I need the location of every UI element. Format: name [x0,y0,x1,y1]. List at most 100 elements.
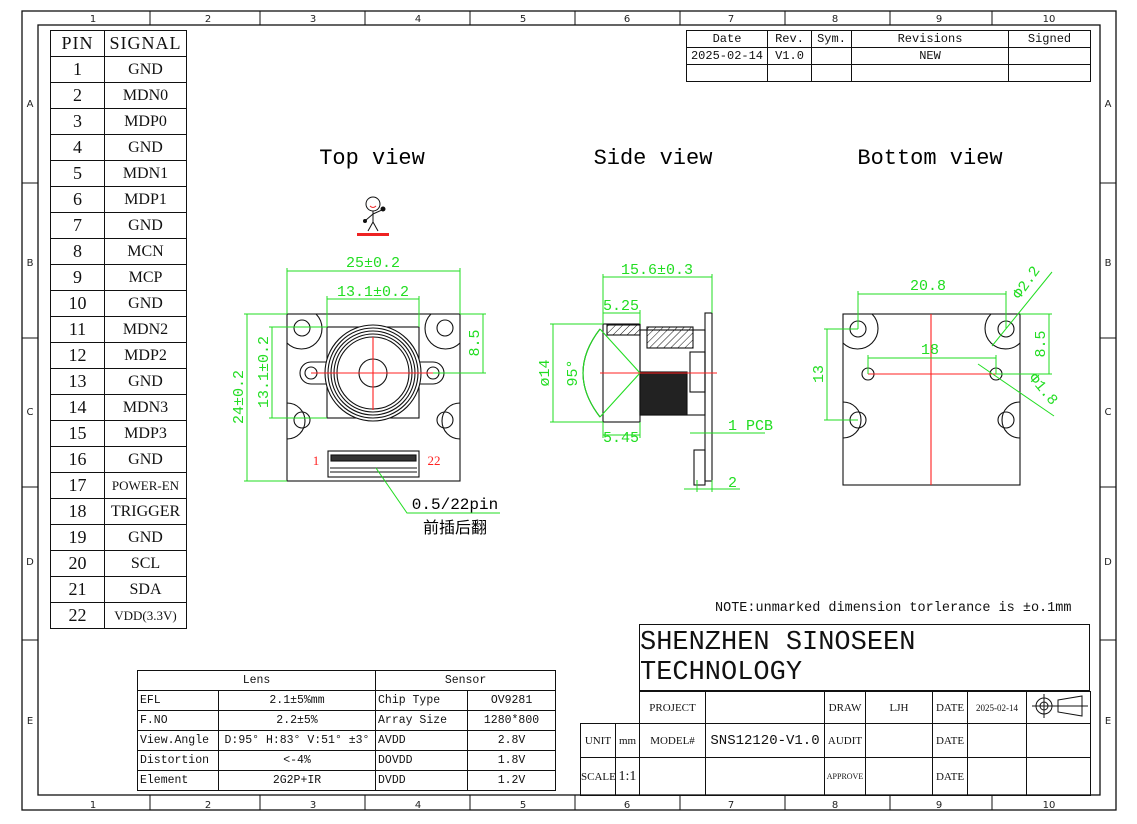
zone-row-label: E [1105,716,1111,727]
pin-signal: MDN2 [104,316,187,343]
pin-22-label: 22 [428,453,441,468]
dim-board-width: 25±0.2 [346,255,400,272]
empty-cell [1026,757,1091,796]
zone-column-label: 8 [832,14,838,25]
inner-frame [37,24,1101,796]
pin-number: 12 [50,342,105,369]
spec-label: Chip Type [375,690,469,711]
connector-note: 前插后翻 [423,518,487,537]
dim-lens-width: 13.1±0.2 [337,284,409,301]
zone-column-label: 4 [415,800,421,811]
revision-header: Signed [1008,30,1091,48]
lens-thread [639,371,688,416]
audit-label: AUDIT [824,723,866,758]
pin-signal: POWER-EN [104,472,187,499]
pin-number: 20 [50,550,105,577]
unit-value: mm [615,723,640,758]
pin-signal: GND [104,212,187,239]
pin-number: 8 [50,238,105,265]
spec-value: OV9281 [467,690,557,711]
pin-number: 9 [50,264,105,291]
pin-signal: VDD(3.3V) [104,602,187,629]
pin-number: 18 [50,498,105,525]
dim-hole-span: 18 [921,342,939,359]
pin-number: 13 [50,368,105,395]
dim-vertical: 13 [811,365,828,383]
top-view-dimensions [244,268,500,514]
zone-row-label: D [26,557,34,568]
zone-column-label: 9 [936,14,942,25]
pin-number: 19 [50,524,105,551]
sensor-header: Sensor [375,670,557,691]
pin-number: 16 [50,446,105,473]
model-value: SNS12120-V1.0 [705,723,825,758]
pin-number: 3 [50,108,105,135]
spec-value: D:95° H:83° V:51° ±3° [217,730,377,751]
pin-signal: MDN3 [104,394,187,421]
pin-number: 1 [50,56,105,83]
zone-column-label: 4 [415,14,421,25]
zone-column-label: 7 [728,800,734,811]
lens-holder-section [646,326,694,349]
empty-cell [705,757,825,796]
spec-value: 1.8V [467,750,557,771]
dim-connector: 2 [728,475,737,492]
empty-cell [1026,723,1091,758]
pin-signal: TRIGGER [104,498,187,525]
pcb [704,312,713,482]
revision-cell [1008,47,1091,65]
outer-frame [21,10,1117,811]
project-label: PROJECT [639,691,706,724]
zone-column-label: 9 [936,800,942,811]
spec-label: F.NO [137,710,219,731]
revision-cell [767,64,812,82]
dim-total-length: 15.6±0.3 [621,262,693,279]
pin-signal: GND [104,56,187,83]
zone-column-label: 6 [624,800,630,811]
dim-corner-span: 20.8 [910,278,946,295]
dim-pcb: 1 PCB [728,418,773,435]
mount-ears [299,361,445,385]
draw-date: 2025-02-14 [967,691,1027,724]
fpc-connector [327,450,420,478]
bottom-view [842,313,1021,486]
bottom-view-dimensions [824,271,1055,421]
draw-value: LJH [865,691,933,724]
zone-column-label: 2 [205,14,211,25]
pin-signal: MDN0 [104,82,187,109]
approve-label: APPROVE [824,757,866,796]
zone-row-label: D [1104,557,1112,568]
pin-1-label: 1 [313,453,320,468]
pin-number: 2 [50,82,105,109]
revision-row [686,64,1091,82]
dim-corner-hole: Φ2.2 [1010,263,1045,302]
revision-cell: V1.0 [767,47,812,65]
pin-signal: MDP0 [104,108,187,135]
unit-label: UNIT [580,723,616,758]
dim-board-height: 24±0.2 [231,370,248,424]
pin-number: 7 [50,212,105,239]
pin-signal: MDP3 [104,420,187,447]
zone-row-label: B [27,258,34,269]
pin-signal: MCN [104,238,187,265]
dim-offset-bottom: 8.5 [1033,330,1050,357]
top-view [286,313,461,482]
